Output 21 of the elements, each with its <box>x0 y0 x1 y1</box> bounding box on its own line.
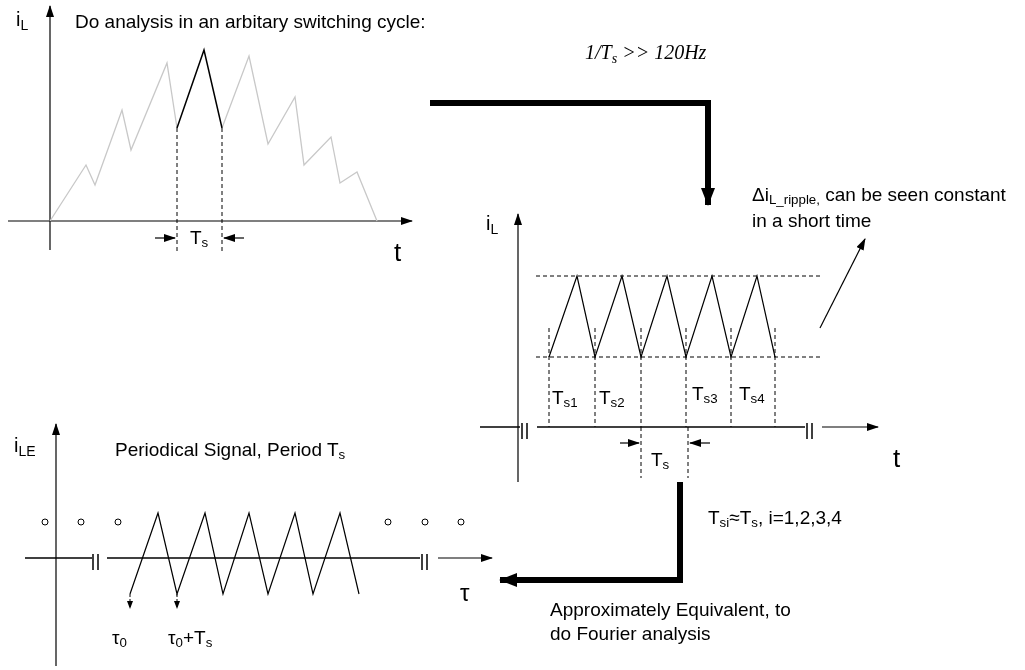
thick-arrow <box>499 482 683 587</box>
leader-arrow <box>819 238 866 329</box>
axis-label: τ$_{0}$ <box>112 628 127 651</box>
thick-arrow <box>430 100 715 206</box>
note-text: Do analysis in an arbitary switching cycle: <box>75 10 427 34</box>
axis-label: T$_{s}$ <box>651 450 670 473</box>
annotation-text: Δi$_{L_ripple,}$ can be seen constant in a short time <box>752 183 1022 233</box>
note-text: T$_{si}$≈T$_{s}$, i=1,2,3,4 <box>708 506 843 532</box>
axis-label: t <box>394 238 402 267</box>
axis-label: T$_{s}$ <box>190 228 209 251</box>
axis-label: T$_{s4}$ <box>739 384 765 407</box>
axis-label: T$_{s2}$ <box>599 388 625 411</box>
axis-label: i$_{LE}$ <box>14 434 36 459</box>
axis-label: i$_{L}$ <box>16 8 29 33</box>
axis-label: Periodical Signal, Period T$_{s}$ <box>115 440 346 463</box>
axis-label: τ <box>460 580 470 607</box>
axis-label: i$_{L}$ <box>486 212 499 237</box>
axis-label: τ$_{0}$+T$_{s}$ <box>168 628 213 651</box>
axis-label: T$_{s1}$ <box>552 388 578 411</box>
axis-label: t <box>893 444 901 473</box>
axis-label: T$_{s3}$ <box>692 384 718 407</box>
